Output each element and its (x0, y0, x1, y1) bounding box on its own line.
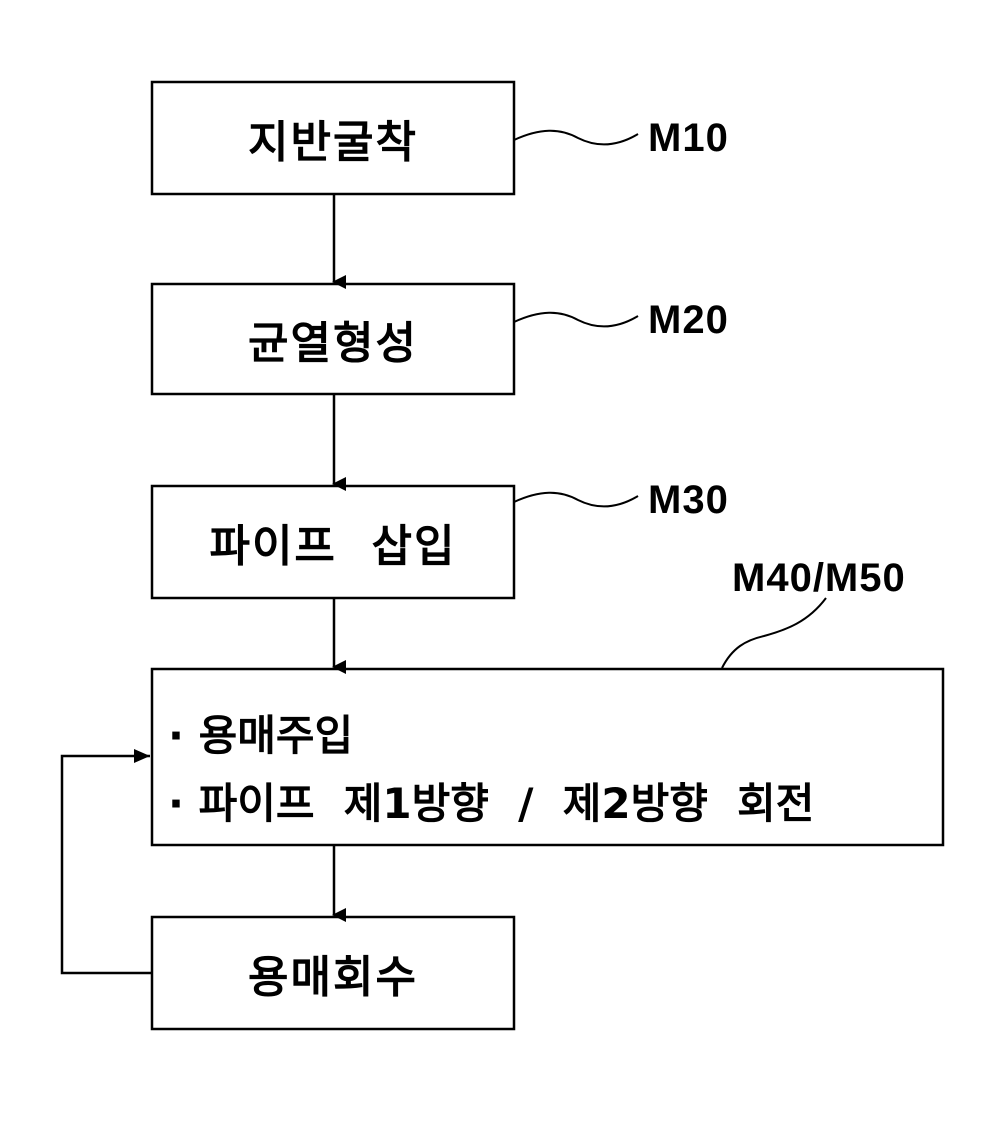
leader-line-m10 (514, 131, 638, 145)
leader-line-m20 (514, 313, 638, 327)
ref-label-m10: M10 (648, 116, 729, 161)
ref-label-m20: M20 (648, 298, 729, 343)
step-label-m30: 파이프 삽입 (152, 486, 514, 598)
step-item-pipe-rotation: · 파이프 제1방향 / 제2방향 회전 (168, 770, 814, 831)
leader-line-m40-m50 (722, 598, 826, 668)
leader-line-m30 (514, 493, 638, 507)
step-label-recover: 용매회수 (152, 917, 514, 1029)
ref-label-m40-m50: M40/M50 (732, 556, 906, 601)
ref-label-m30: M30 (648, 478, 729, 523)
step-label-m20: 균열형성 (152, 284, 514, 394)
step-item-solvent-injection: · 용매주입 (168, 702, 353, 763)
step-label-m10: 지반굴착 (152, 82, 514, 194)
feedback-loop-arrow (62, 756, 152, 973)
